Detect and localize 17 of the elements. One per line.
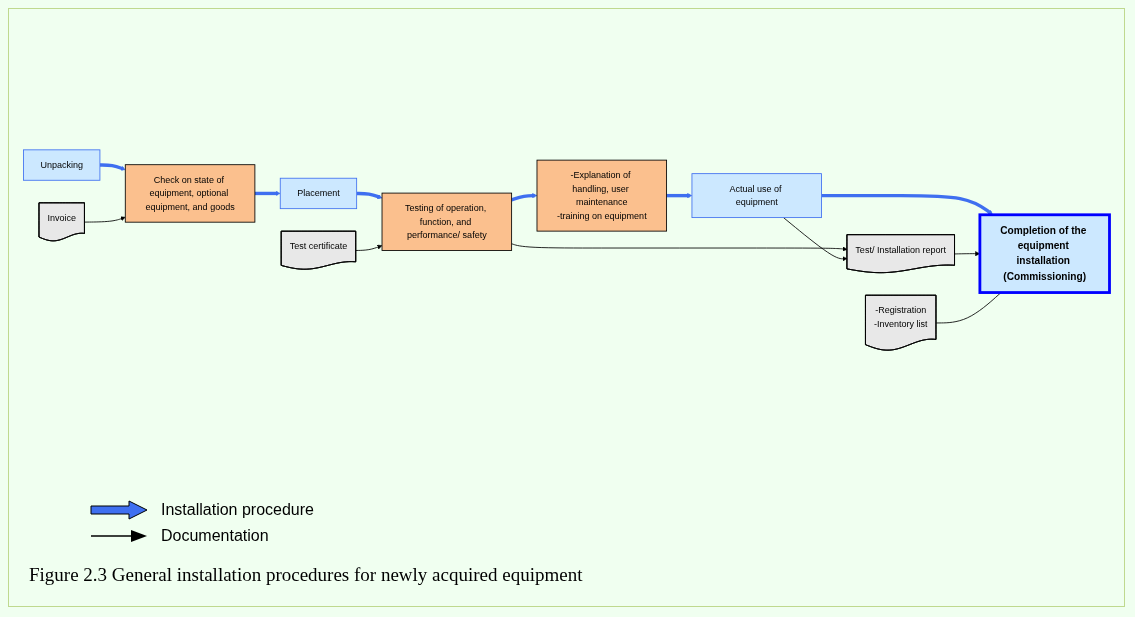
- node-box: -Explanation of handling, user maintenance -training on equipment: [536, 159, 667, 232]
- node-box: Placement: [279, 177, 358, 210]
- node-box: Unpacking: [23, 149, 101, 181]
- arrow: [254, 190, 281, 196]
- legend-label: Installation procedure: [161, 501, 314, 519]
- arrow: [511, 193, 538, 202]
- legend-label: Documentation: [161, 527, 269, 545]
- node-box: Actual use of equipment: [691, 173, 822, 219]
- figure-caption: Figure 2.3 General installation procedures for newly acquired equipment: [29, 564, 583, 586]
- arrow: [821, 193, 993, 215]
- arrow: [666, 193, 693, 199]
- node-box: Check on state of equipment, optional equipment, and goods: [124, 164, 256, 223]
- connector: [935, 292, 1002, 324]
- arrow: [356, 191, 383, 199]
- arrow: [99, 163, 126, 171]
- node-box: Testing of operation, function, and performance/ safety: [381, 192, 513, 251]
- node-box: Completion of the equipment installation (Commissioning): [978, 213, 1111, 294]
